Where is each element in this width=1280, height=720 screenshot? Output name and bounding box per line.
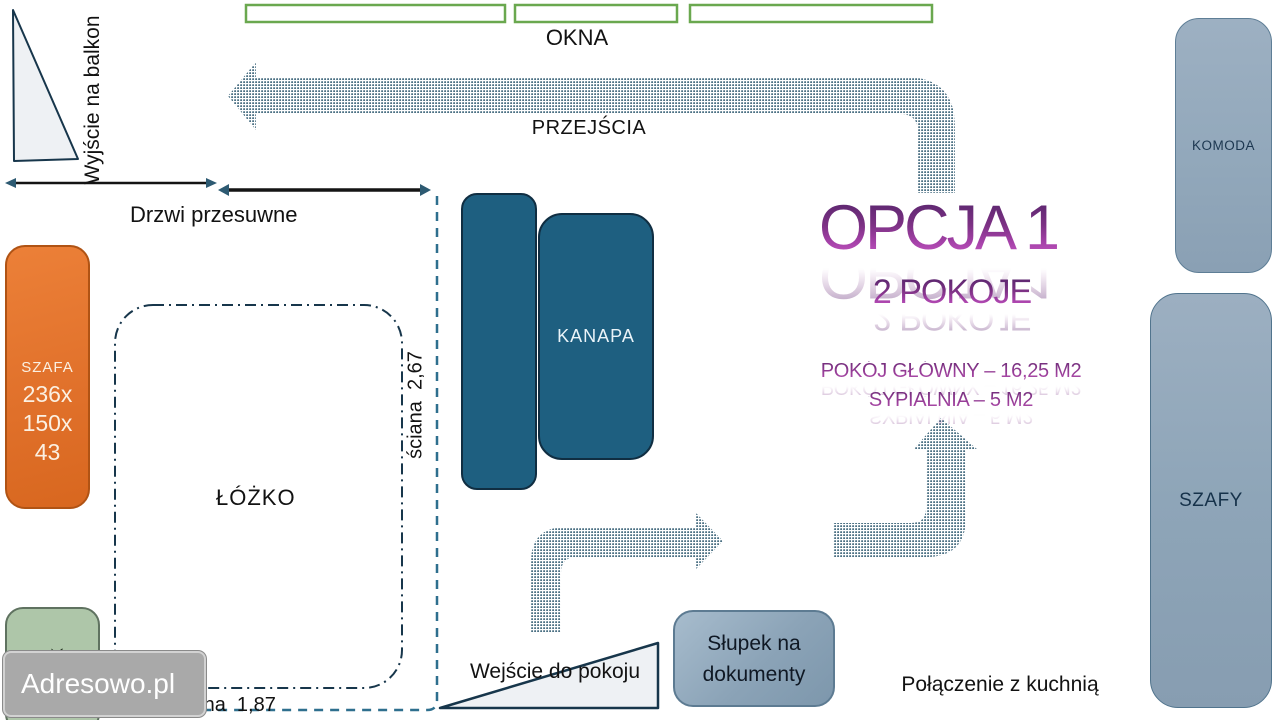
document-post-box: Słupek na dokumenty <box>673 610 835 707</box>
room-entrance-label: Wejście do pokoju <box>469 660 641 683</box>
main-room-area: POKÓJ GŁÓWNY – 16,25 M2 <box>792 361 1110 382</box>
bed-outline <box>114 304 403 689</box>
wardrobes-box: SZAFY <box>1150 293 1272 708</box>
wardrobe-dim-3: 43 <box>34 439 61 465</box>
rooms-subtitle: 2 POKOJE <box>815 275 1089 309</box>
dresser-label: KOMODA <box>1191 138 1255 153</box>
kitchen-arrow-up-icon <box>833 418 978 557</box>
passages-label: PRZEJŚCIA <box>531 117 647 139</box>
sofa-label: KANAPA <box>557 326 635 346</box>
window-rect-3 <box>688 3 934 24</box>
watermark-text: Adresowo.pl <box>21 668 176 699</box>
window-rects <box>244 3 934 24</box>
window-rect-2 <box>513 3 679 24</box>
document-post-line2: dokumenty <box>702 662 806 686</box>
dresser-box: KOMODA <box>1175 18 1272 273</box>
balcony-exit-label: Wyjście na balkon <box>81 15 104 185</box>
sofa-box: KANAPA <box>538 213 654 460</box>
sliding-door-label: Drzwi przesuwne <box>130 202 298 227</box>
wardrobes-label: SZAFY <box>1179 489 1243 511</box>
bed-label: ŁÓŻKO <box>216 485 296 510</box>
balcony-exit-triangle <box>12 9 79 162</box>
wardrobe-dim-1: 236x <box>22 381 73 407</box>
wardrobe-title: SZAFA <box>21 359 74 376</box>
windows-label: OKNA <box>545 25 609 50</box>
room-entrance-triangle <box>438 641 660 710</box>
passage-arrow-left-icon <box>228 62 955 193</box>
wall-right-label: ściana 2,67 <box>404 351 427 459</box>
document-post-line1: Słupek na <box>707 631 801 655</box>
wardrobe-szafa-box: SZAFA 236x 150x 43 <box>5 245 90 509</box>
sofa-back-box <box>461 193 537 490</box>
wall-dashed-line <box>175 196 439 712</box>
option-title: OPCJA 1 <box>800 197 1076 260</box>
wardrobe-dim-2: 150x <box>22 410 73 436</box>
bedroom-area: SYPIALNIA – 5 M2 <box>792 390 1110 411</box>
window-rect-1 <box>244 3 507 24</box>
kitchen-connection-label: Połączenie z kuchnią <box>901 673 1099 696</box>
entry-arrow-right-icon <box>531 513 723 632</box>
sliding-door-lines <box>5 178 431 196</box>
watermark-badge: Adresowo.pl <box>3 651 206 717</box>
